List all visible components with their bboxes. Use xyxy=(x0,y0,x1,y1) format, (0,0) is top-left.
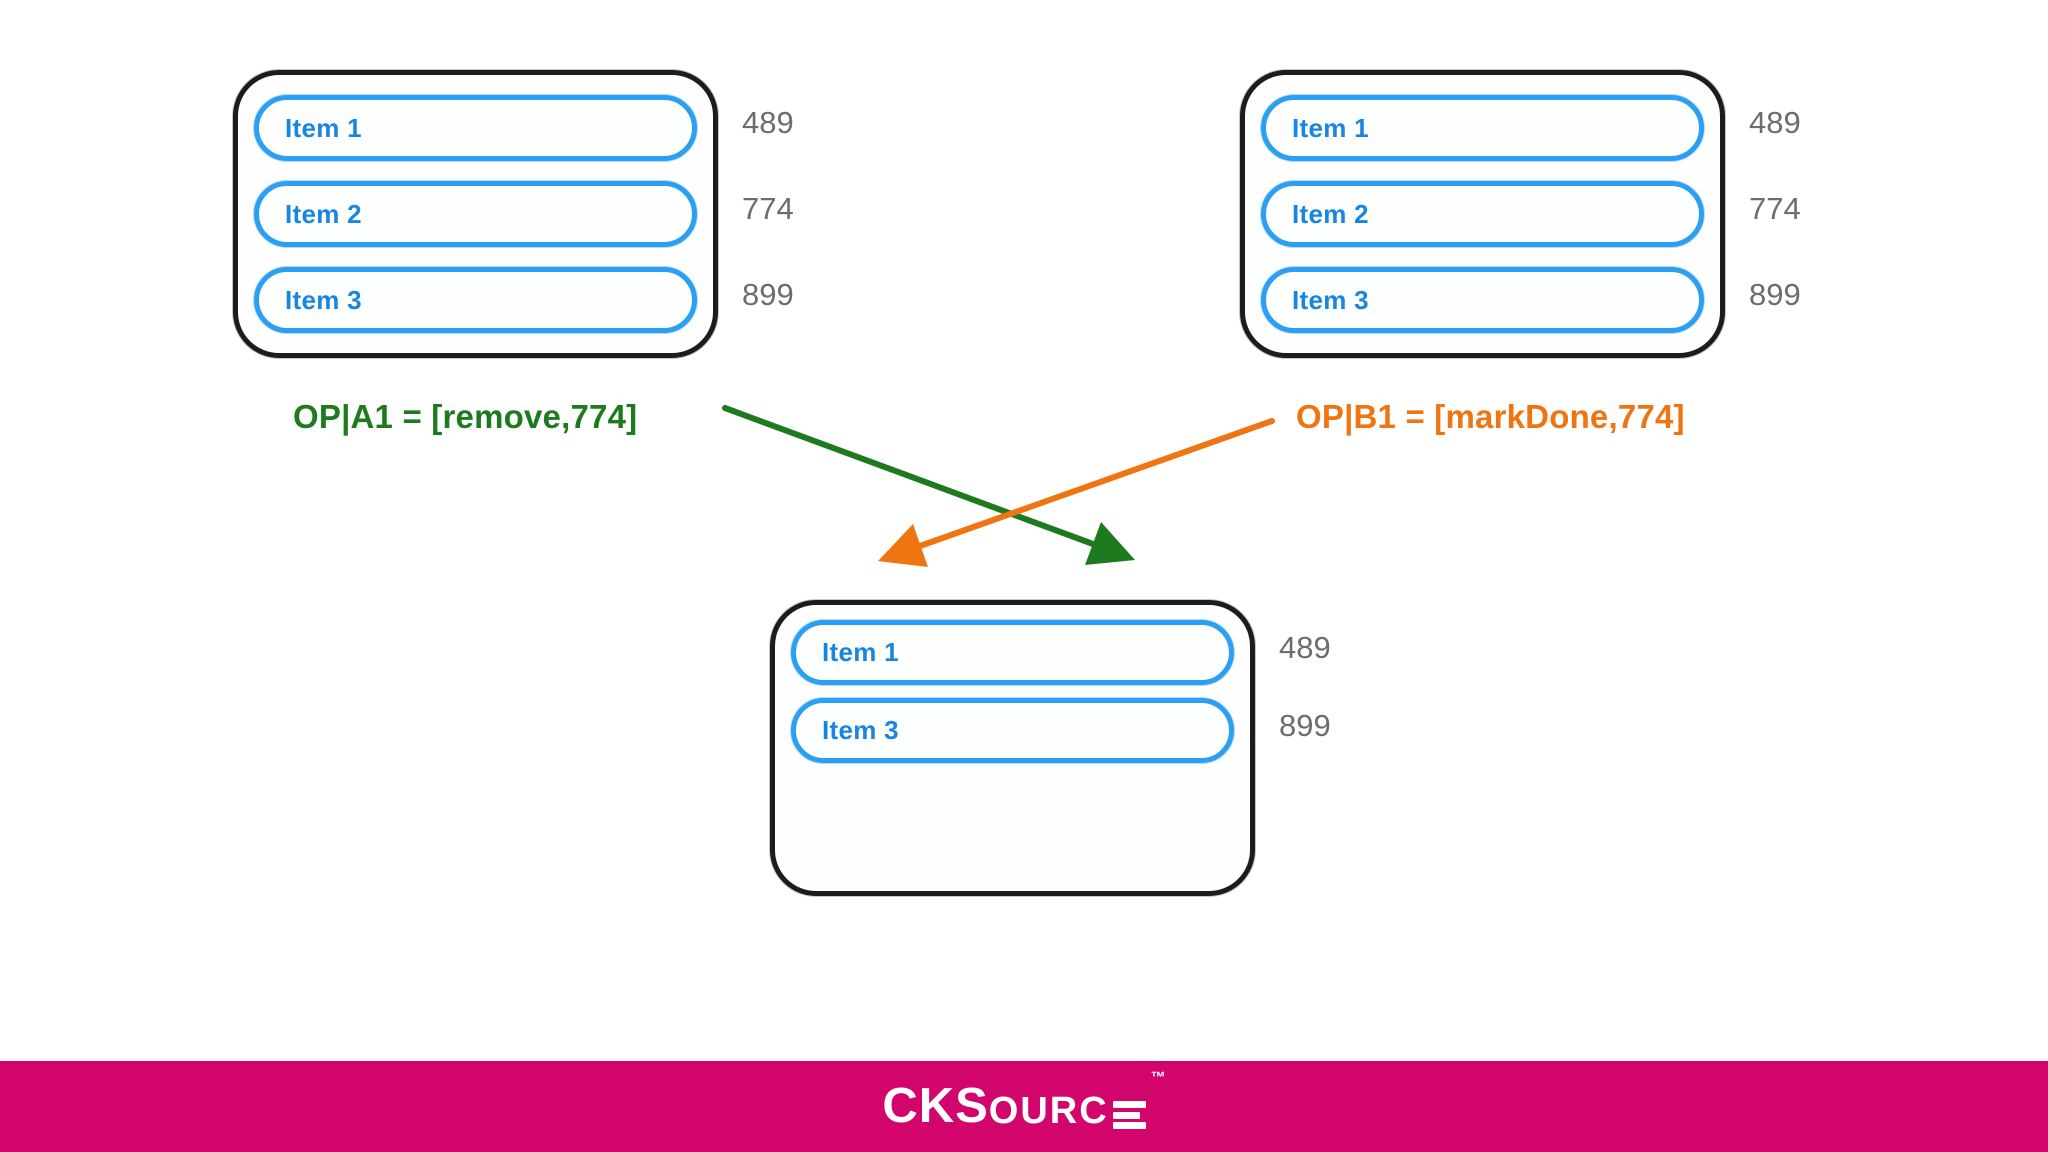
list-box-a: Item 1 Item 2 Item 3 xyxy=(233,70,718,358)
removed-item-space xyxy=(791,776,1234,876)
list-replica-b: Item 1 Item 2 Item 3 489 774 899 xyxy=(1240,70,1801,358)
list-item: Item 1 xyxy=(1261,95,1704,161)
item-id: 899 xyxy=(1749,277,1801,312)
operation-a-label: OP|A1 = [remove,774] xyxy=(293,398,638,435)
id-column-result: 489 899 xyxy=(1279,600,1331,771)
item-id: 489 xyxy=(1749,105,1801,140)
item-id: 774 xyxy=(1749,191,1801,226)
list-item-label: Item 2 xyxy=(285,198,362,229)
logo-text-small: OURC xyxy=(988,1090,1109,1132)
item-id: 899 xyxy=(742,277,794,312)
list-item: Item 1 xyxy=(791,620,1234,685)
item-id: 899 xyxy=(1279,707,1331,743)
list-box-b: Item 1 Item 2 Item 3 xyxy=(1240,70,1725,358)
list-box-result: Item 1 Item 3 xyxy=(770,600,1255,896)
logo-e-bars-icon xyxy=(1112,1101,1146,1131)
list-item: Item 2 xyxy=(1261,181,1704,247)
footer-brand-bar: CKS OURC ™ xyxy=(0,1061,2048,1152)
list-item-label: Item 1 xyxy=(822,637,899,667)
arrow-op-b-icon xyxy=(878,418,1275,567)
list-item-label: Item 3 xyxy=(285,284,362,315)
item-id: 774 xyxy=(742,191,794,226)
list-item-label: Item 3 xyxy=(822,715,899,745)
list-result: Item 1 Item 3 489 899 xyxy=(770,600,1331,896)
list-item: Item 2 xyxy=(254,181,697,247)
list-item-label: Item 3 xyxy=(1292,284,1369,315)
operation-b-label: OP|B1 = [markDone,774] xyxy=(1296,398,1685,435)
cksource-logo: CKS OURC ™ xyxy=(882,1070,1165,1133)
id-column-b: 489 774 899 xyxy=(1749,70,1801,348)
list-item-label: Item 1 xyxy=(285,112,362,143)
list-item-label: Item 2 xyxy=(1292,198,1369,229)
list-item: Item 3 xyxy=(254,267,697,333)
trademark-symbol: ™ xyxy=(1150,1069,1166,1086)
list-item: Item 3 xyxy=(791,698,1234,763)
list-item-label: Item 1 xyxy=(1292,112,1369,143)
item-id: 489 xyxy=(742,105,794,140)
list-replica-a: Item 1 Item 2 Item 3 489 774 899 xyxy=(233,70,794,358)
list-item: Item 1 xyxy=(254,95,697,161)
list-item: Item 3 xyxy=(1261,267,1704,333)
logo-text-main: CKS xyxy=(882,1079,989,1133)
item-id: 489 xyxy=(1279,629,1331,665)
arrow-op-a-icon xyxy=(722,405,1135,565)
id-column-a: 489 774 899 xyxy=(742,70,794,348)
